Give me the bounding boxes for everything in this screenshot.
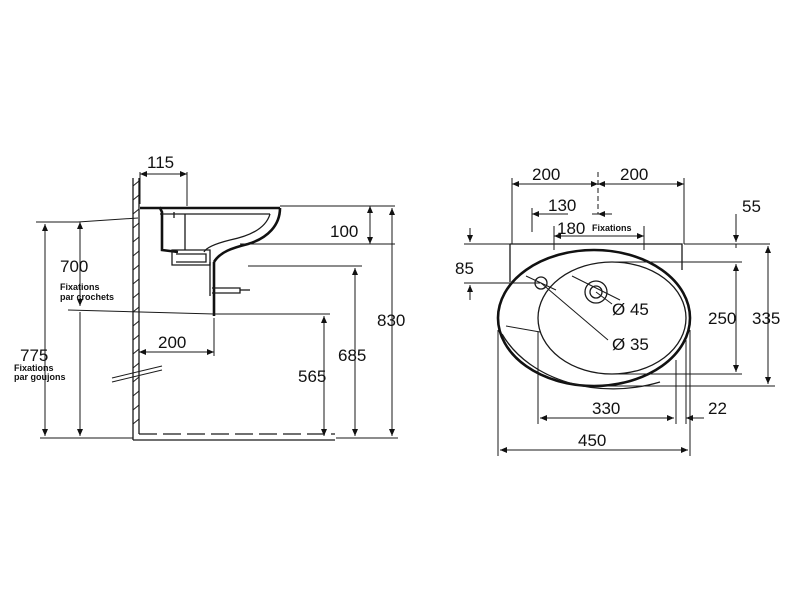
dim-130: 130 bbox=[531, 196, 612, 232]
dim-label-d35: Ø 35 bbox=[612, 335, 649, 354]
dim-label-200-left: 200 bbox=[532, 165, 560, 184]
dim-label-450: 450 bbox=[578, 431, 606, 450]
label-fixations-top: Fixations bbox=[592, 223, 632, 233]
dim-830: 830 bbox=[336, 208, 405, 439]
dim-565: 565 bbox=[214, 313, 330, 436]
dim-label-d45: Ø 45 bbox=[612, 300, 649, 319]
dim-700: 700 Fixations par crochets bbox=[60, 217, 215, 315]
dim-label-22: 22 bbox=[708, 399, 727, 418]
dim-200-200: 200 200 bbox=[511, 165, 685, 244]
dim-55: 55 bbox=[684, 197, 770, 248]
top-view: 200 200 130 180 Fixations 55 bbox=[455, 165, 780, 456]
basin-profile bbox=[140, 206, 282, 316]
dim-label-565: 565 bbox=[298, 367, 326, 386]
dim-label-335: 335 bbox=[752, 309, 780, 328]
dim-label-180: 180 bbox=[557, 219, 585, 238]
dim-200-side: 200 bbox=[139, 318, 215, 356]
dim-label-200-side: 200 bbox=[158, 333, 186, 352]
dim-685: 685 bbox=[248, 265, 366, 436]
dim-label-100: 100 bbox=[330, 222, 358, 241]
dim-label-130: 130 bbox=[548, 196, 576, 215]
dim-label-330: 330 bbox=[592, 399, 620, 418]
tap-hole bbox=[571, 275, 621, 304]
dim-label-200-right: 200 bbox=[620, 165, 648, 184]
label-fixations-crochets: Fixations bbox=[60, 282, 100, 292]
dim-label-700: 700 bbox=[60, 257, 88, 276]
label-fixations-goujons: Fixations bbox=[14, 363, 54, 373]
dim-450: 450 bbox=[497, 330, 691, 456]
dim-label-250: 250 bbox=[708, 309, 736, 328]
floor bbox=[133, 433, 335, 441]
dim-250: 250 bbox=[612, 261, 742, 375]
dim-180: 180 Fixations bbox=[553, 219, 645, 250]
dim-label-115: 115 bbox=[147, 153, 174, 172]
dim-label-830: 830 bbox=[377, 311, 405, 330]
dim-330-22: 330 22 bbox=[537, 332, 727, 424]
basin-outer-outline bbox=[496, 248, 692, 388]
side-view: 115 100 700 Fixations par crochets 200 bbox=[14, 153, 405, 441]
dim-label-775: 775 bbox=[20, 346, 48, 365]
dim-115: 115 bbox=[139, 153, 188, 206]
dim-100: 100 bbox=[240, 205, 395, 245]
dim-85: 85 bbox=[455, 228, 540, 300]
dim-label-85: 85 bbox=[455, 259, 474, 278]
label-par-goujons: par goujons bbox=[14, 372, 66, 382]
basin-back-plate bbox=[509, 243, 683, 282]
wall bbox=[132, 178, 140, 440]
dim-label-55: 55 bbox=[742, 197, 761, 216]
dim-335: 335 bbox=[594, 246, 780, 387]
dim-diameters: Ø 45 Ø 35 bbox=[595, 291, 649, 354]
dim-label-685: 685 bbox=[338, 346, 366, 365]
dim-775: 775 Fixations par goujons bbox=[14, 221, 163, 439]
label-par-crochets: par crochets bbox=[60, 292, 114, 302]
